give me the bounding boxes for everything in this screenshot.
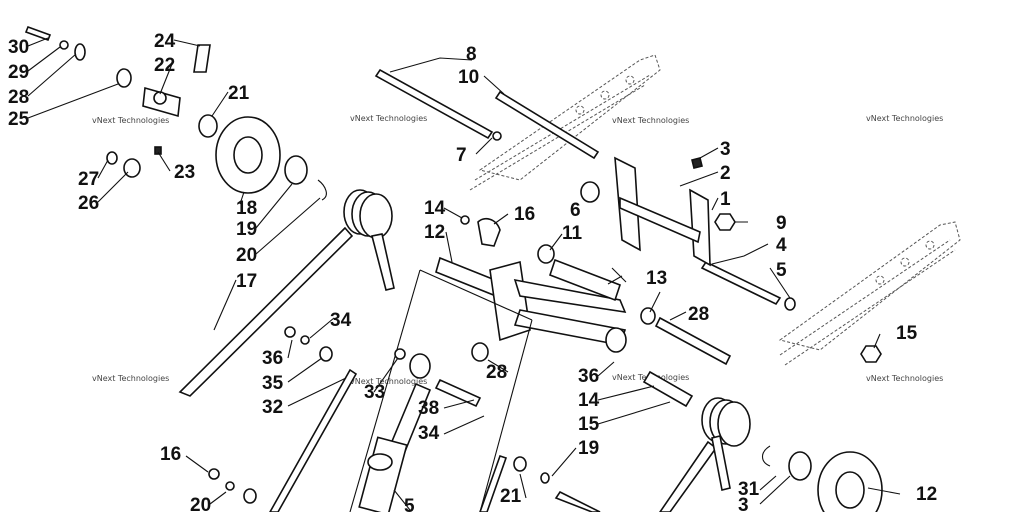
part-label: 14 — [424, 198, 446, 219]
rail-section-upper — [469, 54, 661, 191]
part-label: 23 — [174, 162, 195, 183]
part-label: 21 — [228, 83, 250, 104]
linkage-and-shock — [208, 269, 601, 512]
part-label: 16 — [514, 204, 535, 225]
part-label: 31 — [738, 479, 760, 500]
part-label: 28 — [688, 304, 709, 325]
part-label: 26 — [78, 193, 99, 214]
idler-wheel-lower — [761, 445, 883, 512]
part-label: 4 — [776, 235, 787, 256]
part-label: 38 — [418, 398, 439, 419]
part-label: 9 — [776, 213, 787, 234]
part-label: 19 — [578, 438, 599, 459]
part-label: 33 — [364, 382, 385, 403]
cross-shafts — [374, 68, 796, 408]
pivot-hardware-upper — [24, 25, 327, 201]
rear-arm-bracket — [580, 156, 882, 363]
part-label: 20 — [236, 245, 257, 266]
part-label: 3 — [738, 495, 749, 512]
part-label: 15 — [578, 414, 600, 435]
part-label: 34 — [330, 310, 352, 331]
watermark: vNext Technologies — [612, 116, 689, 125]
part-label: 5 — [776, 260, 787, 281]
part-label: 6 — [570, 200, 581, 221]
part-label: 12 — [424, 222, 445, 243]
part-label: 7 — [456, 145, 467, 166]
part-label: 14 — [578, 390, 600, 411]
part-label: 30 — [8, 37, 29, 58]
part-label: 8 — [466, 44, 477, 65]
part-label: 36 — [262, 348, 283, 369]
watermark: vNext Technologies — [866, 114, 943, 123]
torsion-spring-right — [659, 397, 751, 512]
torsion-spring-left — [178, 189, 395, 397]
part-label: 28 — [8, 87, 29, 108]
part-label: 24 — [154, 31, 176, 52]
part-label: 12 — [916, 484, 937, 505]
part-label: 21 — [500, 486, 522, 507]
part-label: 35 — [262, 373, 284, 394]
leader-lines — [27, 37, 901, 511]
part-label: 1 — [720, 189, 731, 210]
watermark: vNext Technologies — [92, 116, 169, 125]
part-label: 19 — [236, 219, 257, 240]
watermark: vNext Technologies — [866, 374, 943, 383]
watermark: vNext Technologies — [350, 114, 427, 123]
part-label: 17 — [236, 271, 257, 292]
part-label: 18 — [236, 198, 257, 219]
part-label: 11 — [562, 223, 583, 244]
watermark: vNext Technologies — [350, 377, 427, 386]
front-arm-assembly — [435, 215, 627, 362]
part-label: 32 — [262, 397, 283, 418]
part-label: 5 — [404, 496, 415, 512]
part-label: 3 — [720, 139, 731, 160]
part-label: 29 — [8, 62, 29, 83]
part-label: 10 — [458, 67, 479, 88]
part-label: 2 — [720, 163, 731, 184]
part-label: 22 — [154, 55, 175, 76]
part-label: 16 — [160, 444, 181, 465]
rail-section-lower — [778, 221, 961, 366]
part-number-labels: 30 29 28 25 24 22 21 27 26 23 18 19 20 1… — [8, 31, 937, 512]
part-label: 27 — [78, 169, 99, 190]
part-label: 20 — [190, 495, 211, 512]
part-label: 34 — [418, 423, 440, 444]
part-label: 36 — [578, 366, 599, 387]
part-label: 25 — [8, 109, 30, 130]
part-label: 15 — [896, 323, 918, 344]
part-label: 28 — [486, 362, 507, 383]
part-label: 13 — [646, 268, 667, 289]
watermark: vNext Technologies — [92, 374, 169, 383]
